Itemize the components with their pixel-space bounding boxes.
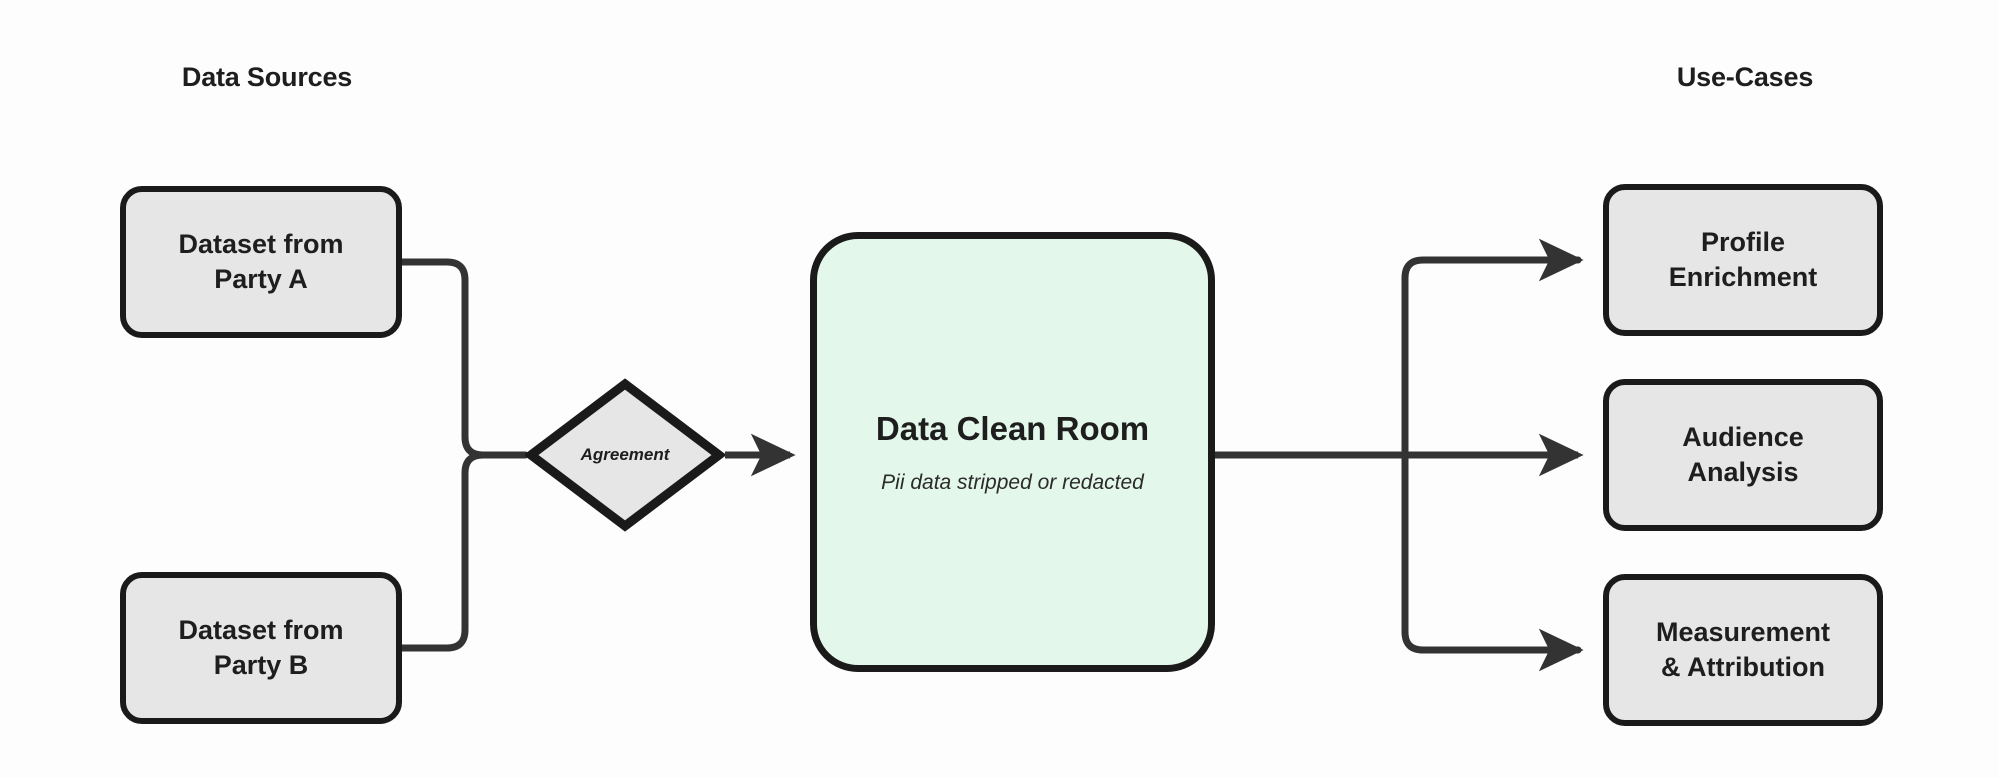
node-data-clean-room-title: Data Clean Room	[875, 410, 1150, 448]
node-data-clean-room-subtitle: Pii data stripped or redacted	[881, 470, 1144, 494]
node-dataset-party-a[interactable]: Dataset from Party A	[120, 186, 402, 338]
connector-clean-room-to-measurement-attribution	[1401, 451, 1584, 672]
node-measurement-attribution-line2: & Attribution	[1661, 652, 1825, 682]
node-dataset-party-a-line2: Party A	[214, 264, 308, 294]
node-dataset-party-b-line1: Dataset from	[178, 615, 344, 646]
agreement-diamond-shape	[523, 378, 727, 532]
node-agreement-label: Agreement	[580, 445, 670, 464]
node-agreement[interactable]: Agreement	[523, 378, 727, 532]
node-dataset-party-b[interactable]: Dataset from Party B	[120, 572, 402, 724]
connector-party-b-to-agreement	[396, 451, 529, 652]
node-measurement-attribution-line1: Measurement	[1655, 617, 1831, 648]
node-profile-enrichment-line2: Enrichment	[1668, 262, 1818, 292]
node-audience-analysis-line2: Analysis	[1687, 457, 1799, 487]
connector-clean-room-to-profile-enrichment	[1401, 238, 1584, 459]
column-title-use-cases: Use-Cases	[1676, 62, 1814, 92]
connector-party-a-to-agreement	[396, 258, 529, 459]
node-profile-enrichment-line1: Profile	[1700, 227, 1786, 258]
node-data-clean-room[interactable]: Data Clean Room Pii data stripped or red…	[810, 232, 1215, 672]
node-dataset-party-a-line1: Dataset from	[178, 229, 344, 260]
node-audience-analysis[interactable]: Audience Analysis	[1603, 379, 1883, 531]
node-profile-enrichment[interactable]: Profile Enrichment	[1603, 184, 1883, 336]
node-dataset-party-b-line2: Party B	[213, 650, 309, 680]
node-audience-analysis-line1: Audience	[1682, 422, 1804, 453]
column-title-data-sources: Data Sources	[181, 62, 353, 92]
node-measurement-attribution[interactable]: Measurement & Attribution	[1603, 574, 1883, 726]
